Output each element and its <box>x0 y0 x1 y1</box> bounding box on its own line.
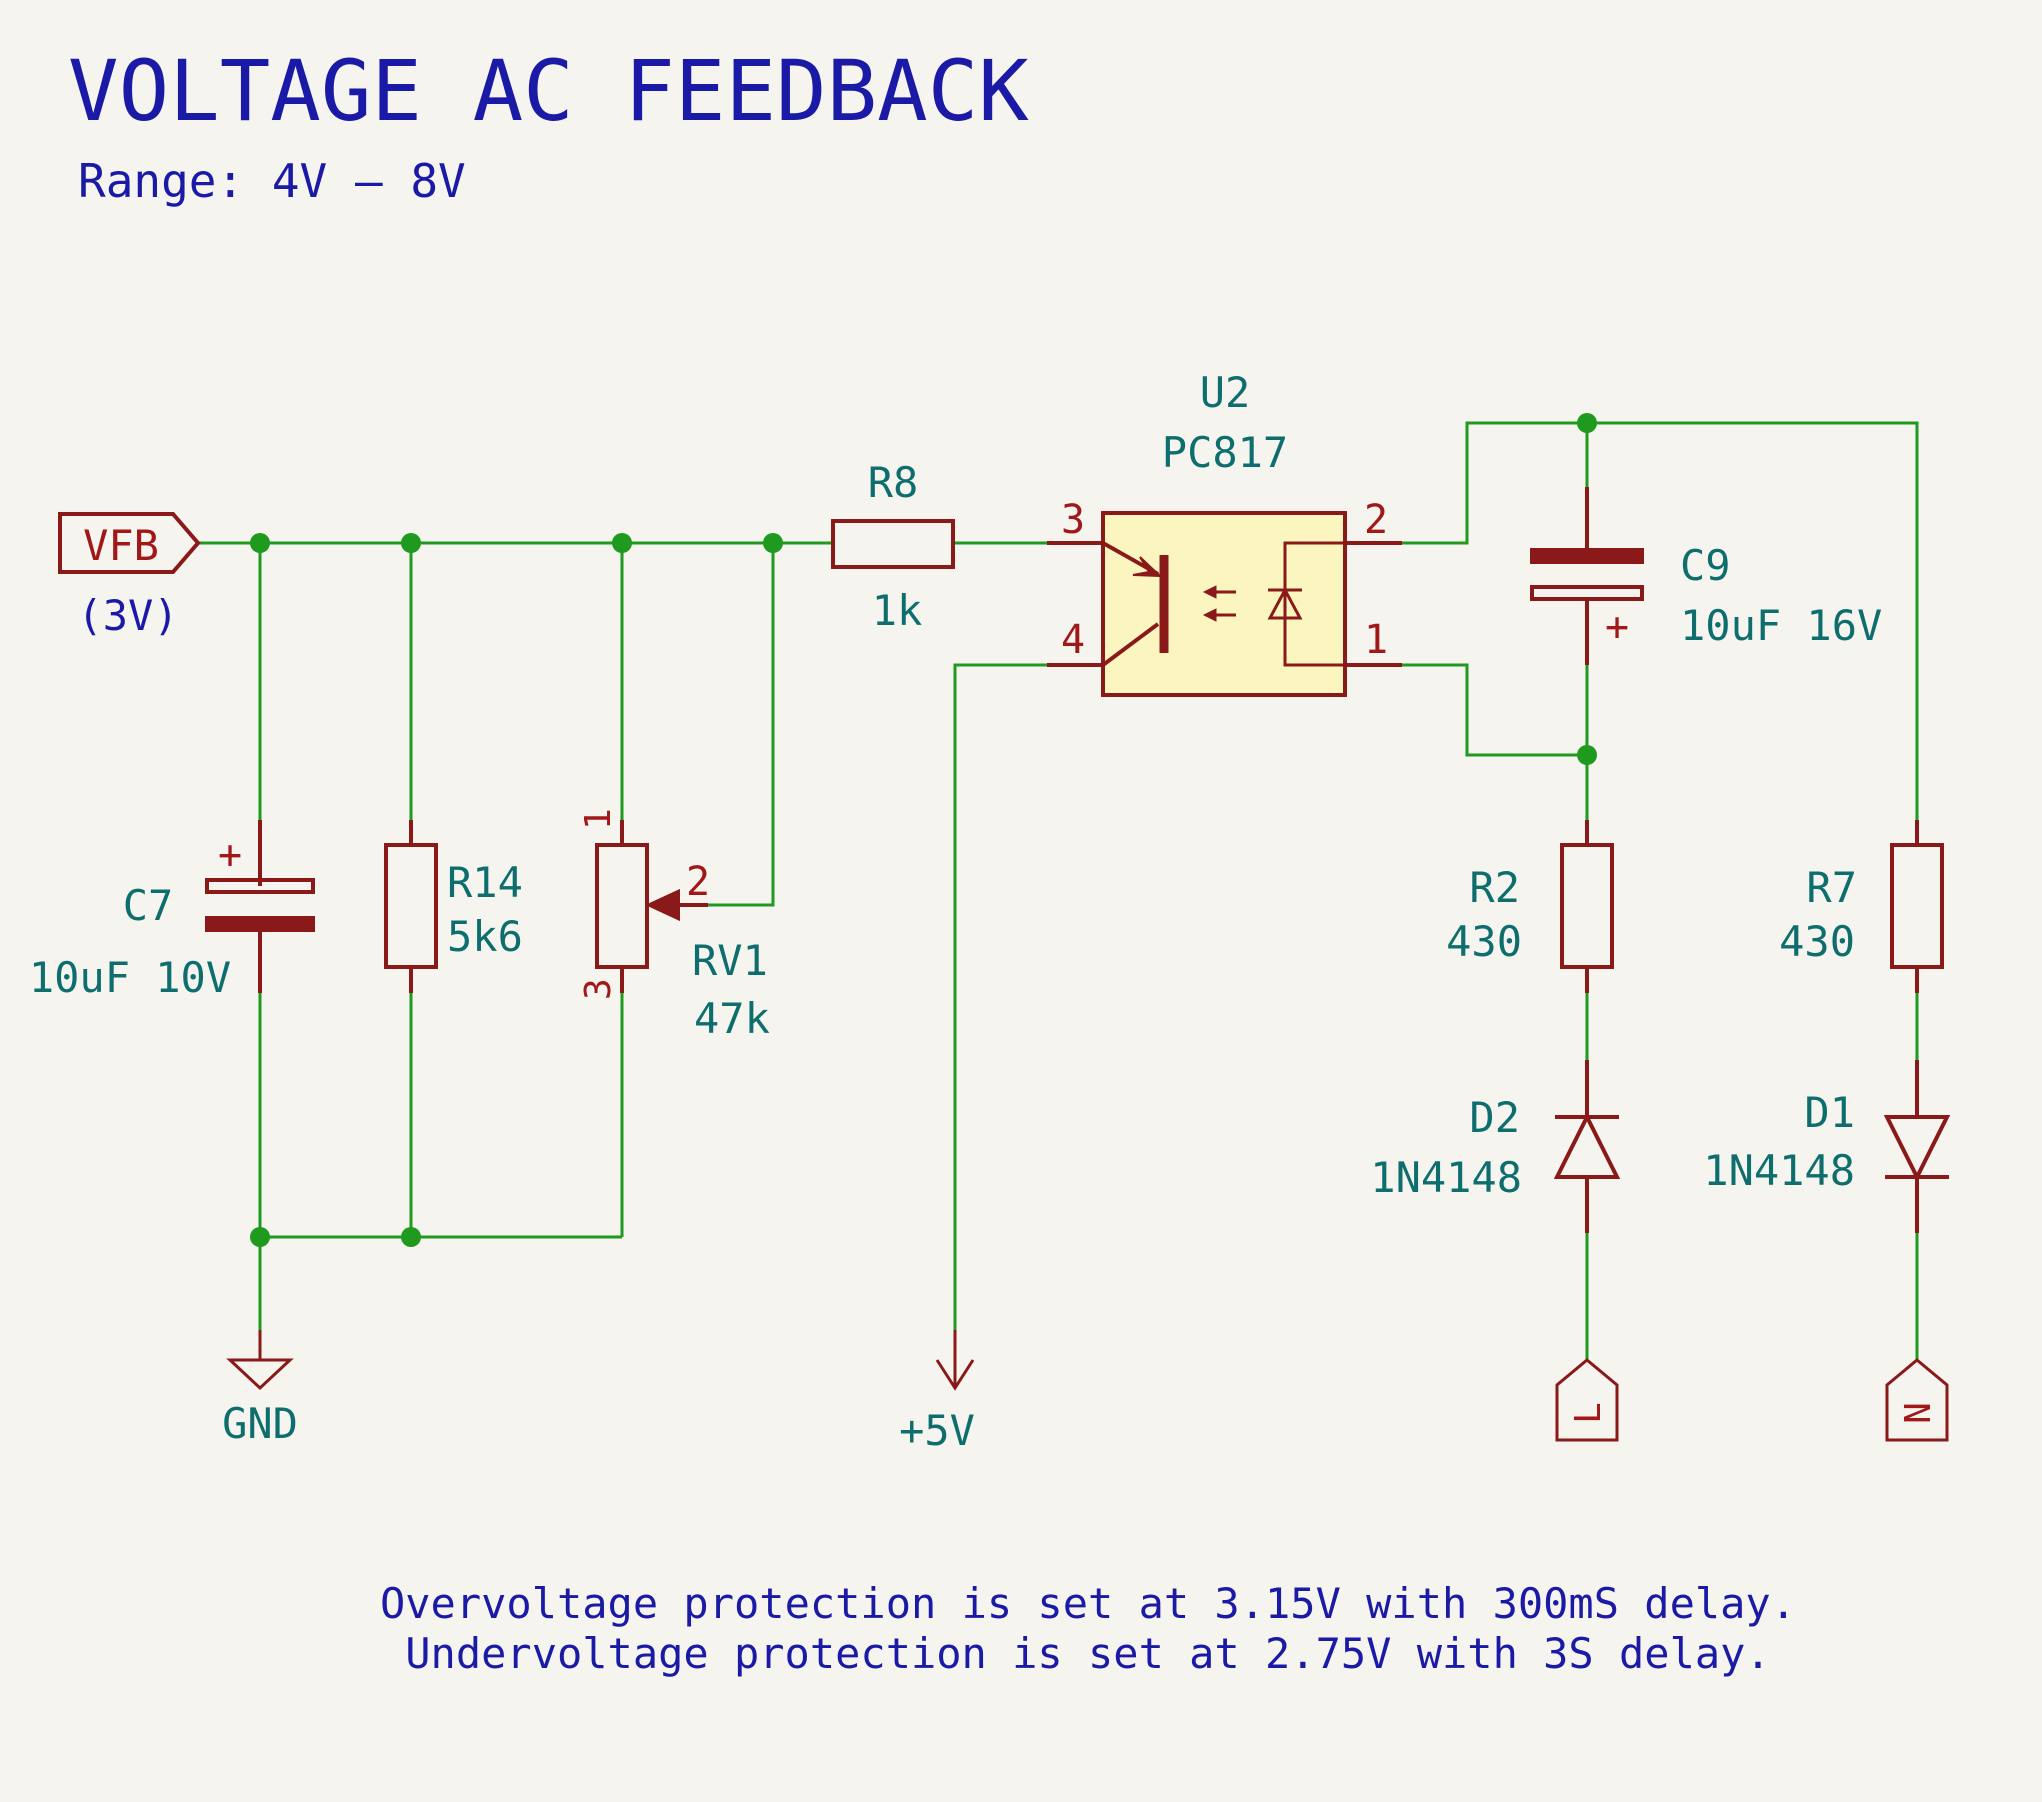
r8-value: 1k <box>872 586 923 635</box>
wires <box>198 421 1919 1360</box>
wire-u2-pin2 <box>1402 421 1919 820</box>
vfb-net-note: (3V) <box>77 591 178 640</box>
junction-dot <box>612 533 632 553</box>
c7-plus-mark: + <box>218 832 242 878</box>
junction-dot <box>401 533 421 553</box>
u2-pin3: 3 <box>1061 497 1085 543</box>
r2-resistor <box>1560 820 1614 993</box>
u2-ref: U2 <box>1200 368 1251 417</box>
rv1-pin1: 1 <box>578 808 619 830</box>
u2-value: PC817 <box>1162 428 1288 477</box>
junction-dot <box>763 533 783 553</box>
vfb-net-label-shape <box>58 512 201 574</box>
r8-resistor <box>831 519 955 569</box>
u2-pin4: 4 <box>1061 617 1085 663</box>
line-port-symbol <box>1555 1358 1619 1442</box>
page-title: VOLTAGE AC FEEDBACK <box>68 42 1029 140</box>
c9-value: 10uF 16V <box>1680 601 1882 650</box>
gnd-label: GND <box>222 1399 298 1448</box>
note-overvoltage: Overvoltage protection is set at 3.15V w… <box>380 1579 1796 1628</box>
r7-value: 430 <box>1779 917 1855 966</box>
u2-pin1: 1 <box>1364 617 1388 663</box>
junctions <box>250 413 1597 1247</box>
r8-ref: R8 <box>868 458 919 507</box>
u2-optocoupler <box>1047 511 1402 697</box>
r14-resistor <box>384 820 438 993</box>
rv1-pin3: 3 <box>578 978 619 1000</box>
u2-body <box>1101 511 1347 697</box>
junction-dot <box>1577 413 1597 433</box>
c9-capacitor <box>1530 487 1644 665</box>
c9-plus-mark: + <box>1605 604 1629 650</box>
neutral-port-label: N <box>1898 1402 1939 1424</box>
c7-capacitor <box>205 820 315 993</box>
d1-diode <box>1883 1060 1951 1233</box>
rv1-ref: RV1 <box>692 936 768 985</box>
r7-resistor <box>1890 820 1944 993</box>
d2-ref: D2 <box>1469 1093 1520 1142</box>
c7-value: 10uF 10V <box>29 953 231 1002</box>
wire-u2-pin1 <box>1402 663 1587 757</box>
junction-dot <box>1577 745 1597 765</box>
r14-value: 5k6 <box>447 912 523 961</box>
wire-plus5v <box>953 663 1047 1330</box>
junction-dot <box>250 1227 270 1247</box>
d1-ref: D1 <box>1804 1088 1855 1137</box>
d2-diode <box>1553 1060 1621 1233</box>
junction-dot <box>401 1227 421 1247</box>
note-undervoltage: Undervoltage protection is set at 2.75V … <box>405 1629 1770 1678</box>
junction-dot <box>250 533 270 553</box>
u2-pin2: 2 <box>1364 497 1388 543</box>
plus5v-arrow-symbol <box>935 1359 975 1391</box>
rv1-potentiometer <box>595 820 708 993</box>
line-port-label: L <box>1568 1402 1609 1424</box>
r7-ref: R7 <box>1806 863 1857 912</box>
d2-value: 1N4148 <box>1370 1153 1522 1202</box>
page-subtitle: Range: 4V – 8V <box>78 154 466 208</box>
wire-rv1-wiper <box>708 543 775 907</box>
d1-value: 1N4148 <box>1703 1146 1855 1195</box>
gnd-symbol <box>226 1358 294 1391</box>
neutral-port-symbol <box>1885 1358 1949 1442</box>
rv1-pin2: 2 <box>686 859 710 905</box>
vfb-net-label: VFB <box>83 521 159 570</box>
rv1-value: 47k <box>694 994 770 1043</box>
c9-ref: C9 <box>1680 541 1731 590</box>
r2-value: 430 <box>1446 917 1522 966</box>
r14-ref: R14 <box>447 858 523 907</box>
c7-ref: C7 <box>123 881 174 930</box>
r2-ref: R2 <box>1469 863 1520 912</box>
plus5v-label: +5V <box>899 1406 975 1455</box>
